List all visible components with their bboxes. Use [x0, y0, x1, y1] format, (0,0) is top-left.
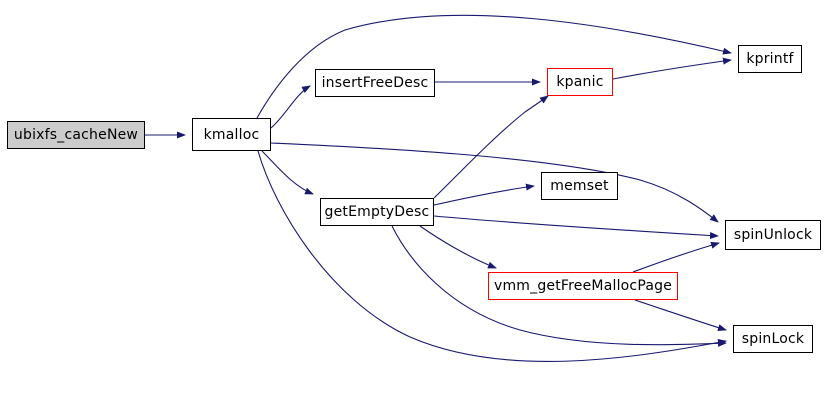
edges-group [145, 14, 732, 362]
node-label-kpanic: kpanic [556, 74, 604, 90]
edge-vmm_getFreeMallocPage-to-spinLock [634, 299, 727, 331]
node-kprintf[interactable]: kprintf [738, 45, 802, 73]
edge-kpanic-to-kprintf [612, 57, 732, 80]
node-insertFreeDesc[interactable]: insertFreeDesc [315, 69, 435, 97]
edge-kmalloc-to-spinLock [257, 150, 727, 362]
node-label-kmalloc: kmalloc [203, 126, 260, 143]
node-vmm_getFreeMallocPage[interactable]: vmm_getFreeMallocPage [488, 272, 678, 300]
node-kmalloc[interactable]: kmalloc [192, 118, 271, 151]
node-label-kprintf: kprintf [746, 51, 794, 67]
node-ubixfs_cacheNew[interactable]: ubixfs_cacheNew [7, 121, 145, 149]
edge-kmalloc-to-spinUnlock [270, 142, 719, 223]
node-label-vmm_getFreeMallocPage: vmm_getFreeMallocPage [493, 278, 673, 294]
node-spinLock[interactable]: spinLock [733, 325, 813, 353]
node-memset[interactable]: memset [541, 172, 618, 200]
edge-getEmptyDesc-to-memset [433, 183, 535, 206]
edge-getEmptyDesc-to-spinUnlock [433, 215, 719, 240]
node-spinUnlock[interactable]: spinUnlock [725, 220, 821, 250]
edge-getEmptyDesc-to-kpanic [433, 95, 549, 199]
edge-getEmptyDesc-to-vmm_getFreeMallocPage [419, 225, 497, 269]
edge-kmalloc-to-insertFreeDesc [270, 85, 311, 129]
node-kpanic[interactable]: kpanic [547, 68, 613, 96]
edge-vmm_getFreeMallocPage-to-spinUnlock [632, 241, 720, 273]
edge-kmalloc-to-getEmptyDesc [261, 150, 314, 195]
node-label-spinLock: spinLock [741, 331, 805, 347]
edge-getEmptyDesc-to-spinLock [391, 225, 727, 347]
node-getEmptyDesc[interactable]: getEmptyDesc [320, 198, 434, 226]
node-label-insertFreeDesc: insertFreeDesc [321, 75, 429, 91]
node-label-getEmptyDesc: getEmptyDesc [324, 204, 430, 220]
node-label-ubixfs_cacheNew: ubixfs_cacheNew [13, 127, 139, 143]
edge-kmalloc-to-kprintf [256, 14, 732, 119]
node-label-spinUnlock: spinUnlock [733, 227, 813, 243]
node-label-memset: memset [550, 178, 609, 194]
